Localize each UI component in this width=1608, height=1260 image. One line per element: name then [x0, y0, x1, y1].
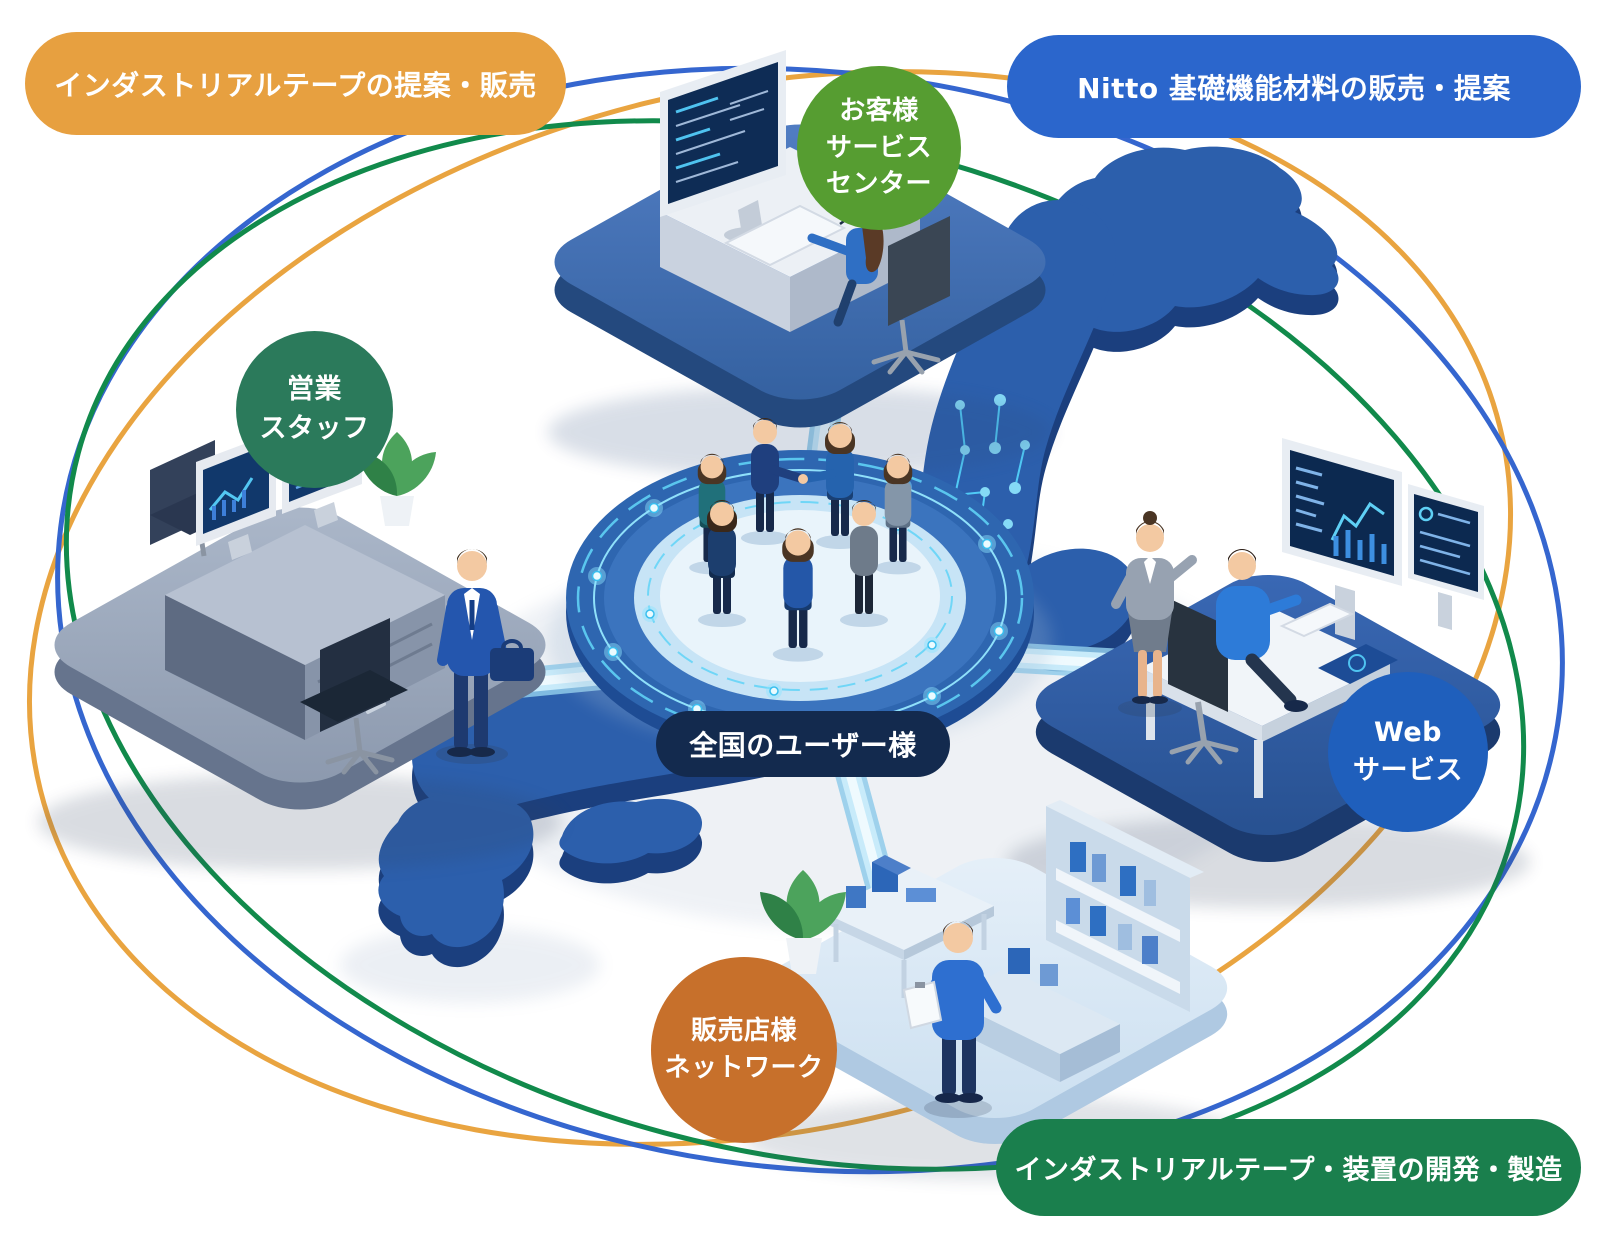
- label-web-service: Web サービス: [1328, 672, 1488, 832]
- label-tape-equipment-dev: インダストリアルテープ・装置の開発・製造: [996, 1119, 1581, 1216]
- salesman-figure: [436, 549, 534, 764]
- label-line: お客様: [839, 95, 919, 126]
- label-sales-staff: 営業 スタッフ: [236, 331, 393, 488]
- office-chair-front: [300, 618, 408, 775]
- label-line: Web: [1374, 716, 1442, 748]
- label-text: インダストリアルテープ・装置の開発・製造: [1014, 1155, 1563, 1186]
- label-dealer-network: 販売店様 ネットワーク: [651, 957, 837, 1143]
- central-hub: [548, 418, 1052, 760]
- person-figure: [816, 422, 864, 549]
- web-keyboard: [1279, 602, 1355, 638]
- shelf-products: [1066, 842, 1158, 964]
- label-text: 全国のユーザー様: [689, 729, 917, 762]
- hub-people: [689, 418, 921, 662]
- handshake-hands: [798, 474, 808, 484]
- handshake-arm: [769, 465, 808, 484]
- person-figure: [875, 453, 921, 575]
- shop-plant: [760, 870, 846, 974]
- support-keyboard: [723, 204, 847, 267]
- web-analyst-figure: [1168, 549, 1308, 765]
- label-text: Nitto 基礎機能材料の販売・提案: [1077, 71, 1511, 105]
- label-line: ネットワーク: [664, 1053, 824, 1083]
- label-line: 営業: [287, 374, 342, 406]
- map-hokkaido: [1044, 146, 1339, 332]
- person-figure: [741, 418, 789, 545]
- web-consultant-figure: [1111, 511, 1197, 717]
- label-line: サービス: [1353, 755, 1463, 786]
- label-customer-service-center: お客様 サービス センター: [797, 66, 961, 230]
- person-figure: [840, 500, 888, 627]
- platform-dealer-shop: [745, 800, 1245, 1180]
- person-figure: [772, 528, 824, 662]
- shop-shelf-wall: [1046, 800, 1204, 1012]
- clipboard-icon: [902, 980, 943, 1030]
- label-text: インダストリアルテープの提案・販売: [54, 68, 537, 102]
- label-line: センター: [825, 169, 932, 200]
- label-line: サービス: [825, 132, 932, 163]
- clerk-figure: [902, 921, 1002, 1118]
- label-nationwide-users: 全国のユーザー様: [656, 711, 950, 777]
- platform-customer-service: [548, 50, 1052, 478]
- label-nitto-materials: Nitto 基礎機能材料の販売・提案: [1007, 35, 1581, 138]
- blue-folder: [1318, 644, 1398, 684]
- dashboard-monitors: [1282, 438, 1484, 640]
- person-figure: [698, 500, 746, 627]
- label-line: 販売店様: [690, 1016, 797, 1047]
- label-industrial-tape-sales: インダストリアルテープの提案・販売: [25, 32, 566, 135]
- map-shikoku: [559, 798, 703, 864]
- label-line: スタッフ: [259, 412, 370, 444]
- desk-plant: [358, 432, 436, 526]
- briefcase-icon: [490, 639, 534, 681]
